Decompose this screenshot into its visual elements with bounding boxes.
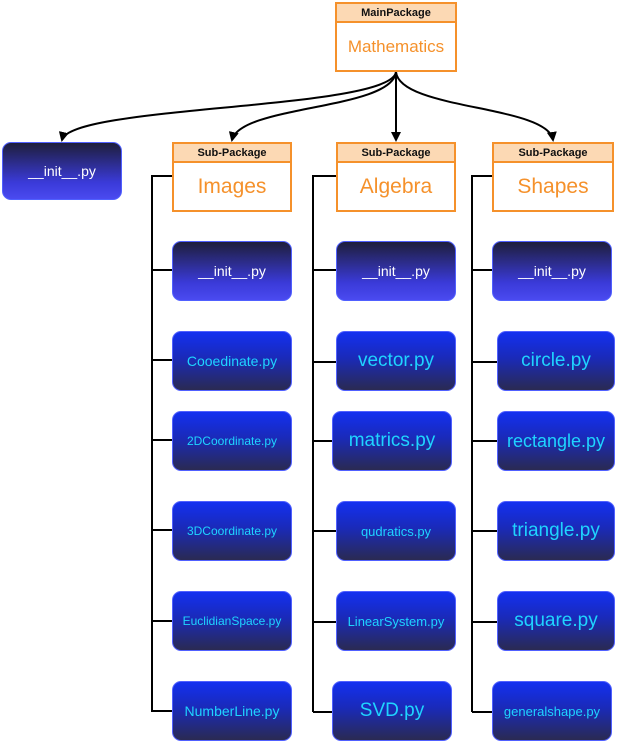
main-package-box[interactable]: MainPackage Mathematics (335, 2, 457, 72)
shapes-module-square[interactable]: square.py (497, 591, 615, 651)
shapes-package-box[interactable]: Sub-Package Shapes (492, 142, 614, 212)
edge-main-to-images (228, 71, 397, 142)
shapes-module-triangle[interactable]: triangle.py (497, 501, 615, 561)
algebra-module-qudratics[interactable]: qudratics.py (336, 501, 456, 561)
algebra-module-matrics[interactable]: matrics.py (332, 411, 452, 471)
algebra-module-linearsystem[interactable]: LinearSystem.py (336, 591, 456, 651)
tree-algebra-spine (312, 175, 336, 712)
algebra-module-vector[interactable]: vector.py (336, 331, 456, 391)
tree-images-spine (151, 175, 172, 712)
images-init-node[interactable]: __init__.py (172, 241, 292, 301)
images-module-cooedinate[interactable]: Cooedinate.py (172, 331, 292, 391)
main-package-name: Mathematics (347, 36, 445, 56)
images-package-box[interactable]: Sub-Package Images (172, 142, 292, 212)
shapes-init-node[interactable]: __init__.py (492, 241, 612, 301)
root-init-node[interactable]: __init__.py (2, 142, 122, 200)
images-package-header: Sub-Package (174, 144, 290, 163)
shapes-module-generalshape[interactable]: generalshape.py (492, 681, 612, 741)
algebra-init-node[interactable]: __init__.py (336, 241, 456, 301)
shapes-package-name: Shapes (517, 174, 589, 198)
images-module-euclidianspace[interactable]: EuclidianSpace.py (172, 591, 292, 651)
algebra-package-name: Algebra (359, 174, 433, 198)
tree-shapes-spine (471, 175, 492, 712)
images-module-numberline[interactable]: NumberLine.py (172, 681, 292, 741)
edge-main-to-root-init (58, 71, 397, 142)
shapes-module-circle[interactable]: circle.py (497, 331, 615, 391)
images-package-name: Images (197, 174, 267, 198)
algebra-package-box[interactable]: Sub-Package Algebra (336, 142, 456, 212)
shapes-module-rectangle[interactable]: rectangle.py (497, 411, 615, 471)
edge-main-to-shapes (395, 71, 557, 142)
algebra-package-header: Sub-Package (338, 144, 454, 163)
main-package-header: MainPackage (337, 4, 455, 23)
images-module-2dcoordinate[interactable]: 2DCoordinate.py (172, 411, 292, 471)
algebra-module-svd[interactable]: SVD.py (332, 681, 452, 741)
images-module-3dcoordinate[interactable]: 3DCoordinate.py (172, 501, 292, 561)
shapes-package-header: Sub-Package (494, 144, 612, 163)
